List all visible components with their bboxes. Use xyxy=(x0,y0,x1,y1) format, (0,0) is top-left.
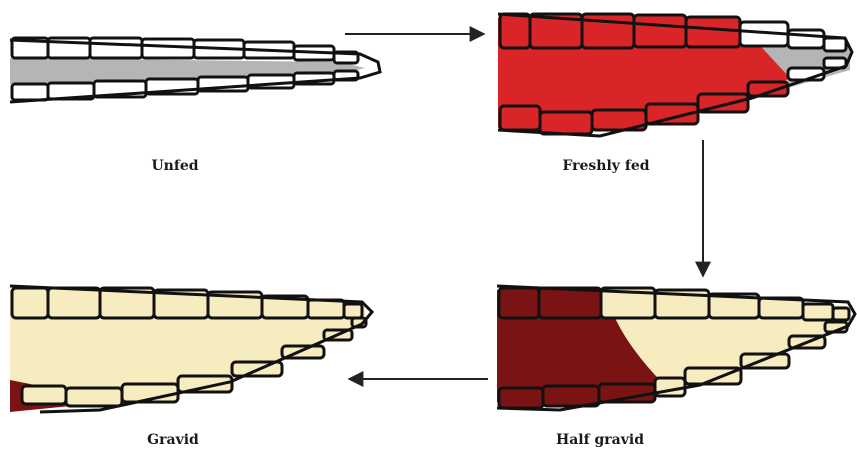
fed-dorsal-plates xyxy=(500,14,846,51)
label-freshly-fed: Freshly fed xyxy=(562,158,649,174)
gravid-dorsal-plates xyxy=(12,288,362,318)
label-unfed: Unfed xyxy=(151,158,198,174)
abdomen-unfed xyxy=(10,38,380,102)
label-half-gravid: Half gravid xyxy=(556,432,644,448)
abdomen-half-gravid xyxy=(497,280,857,410)
abdomen-freshly-fed xyxy=(498,10,857,140)
abdomen-gravid xyxy=(10,280,372,420)
label-gravid: Gravid xyxy=(147,432,199,448)
